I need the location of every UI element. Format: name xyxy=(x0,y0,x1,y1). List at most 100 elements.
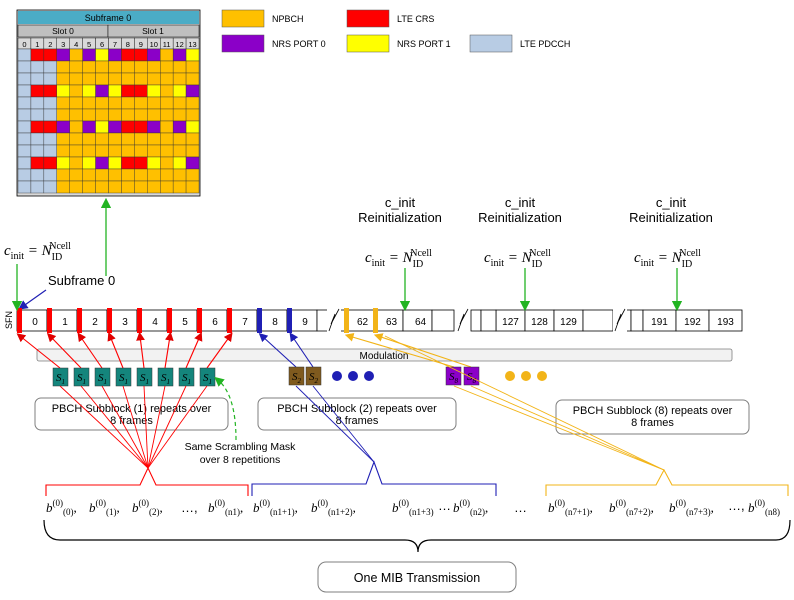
sfn-gap-cell xyxy=(630,309,644,332)
subblock-symbol: S1 xyxy=(77,372,86,386)
subblock2-arrow xyxy=(258,333,297,368)
break-mark xyxy=(328,308,340,332)
subblock-box xyxy=(115,367,132,387)
re-cell xyxy=(108,120,122,134)
re-cell xyxy=(69,156,83,170)
fan-line-blue xyxy=(295,385,375,463)
reinit-label-line1: c_init xyxy=(505,195,536,210)
fan-line-red xyxy=(80,385,149,469)
re-cell xyxy=(134,168,148,182)
reinit-label-line2: Reinitialization xyxy=(358,210,442,225)
re-cell xyxy=(108,84,122,98)
re-cell xyxy=(43,156,57,170)
re-cell xyxy=(121,168,135,182)
fan-line-red xyxy=(101,385,149,469)
re-cell xyxy=(108,72,122,86)
reinit-label-line1: c_init xyxy=(385,195,416,210)
between-ellipsis: … xyxy=(514,500,527,515)
subblock-box xyxy=(136,367,153,387)
ellipsis: …, xyxy=(181,500,198,515)
re-cell xyxy=(69,72,83,86)
sfn-frame-number: 5 xyxy=(182,317,188,328)
re-cell xyxy=(69,60,83,74)
re-cell xyxy=(56,168,70,182)
subframe0-marker-red xyxy=(137,308,142,333)
re-cell xyxy=(69,168,83,182)
reinit-label-line1: c_init xyxy=(656,195,687,210)
grid-subframe-header xyxy=(18,11,199,24)
re-cell xyxy=(160,168,174,182)
re-cell xyxy=(134,60,148,74)
slot0-label: Slot 0 xyxy=(52,26,74,36)
re-cell xyxy=(160,120,174,134)
re-cell xyxy=(108,48,122,62)
re-cell xyxy=(95,84,109,98)
sfn-frame-number: 64 xyxy=(415,317,427,328)
re-cell xyxy=(134,108,148,122)
re-cell xyxy=(108,168,122,182)
cinit-equation: cinit = NIDNcell xyxy=(484,248,551,270)
re-cell xyxy=(134,156,148,170)
re-cell xyxy=(56,96,70,110)
sfn-gap-cell xyxy=(431,309,455,332)
re-cell xyxy=(56,144,70,158)
subblock1-arrow xyxy=(136,331,145,369)
re-cell xyxy=(95,96,109,110)
re-cell xyxy=(56,72,70,86)
re-cell xyxy=(108,60,122,74)
subblock1-arrow xyxy=(16,333,61,369)
re-cell xyxy=(147,156,161,170)
break-mark xyxy=(457,308,469,332)
bracket-red xyxy=(45,466,249,496)
re-cell xyxy=(82,48,96,62)
re-cell xyxy=(56,156,70,170)
subblock8-arrow xyxy=(344,333,455,368)
subblock8-arrow xyxy=(373,333,472,368)
fan-line-orange xyxy=(453,385,665,471)
re-cell xyxy=(69,132,83,146)
cinit-equation: cinit = NIDNcell xyxy=(634,248,701,270)
bracket-blue xyxy=(251,460,497,496)
re-cell xyxy=(43,180,57,194)
continuation-dot-blue xyxy=(364,371,374,381)
re-cell xyxy=(134,84,148,98)
re-cell xyxy=(134,180,148,194)
re-cell xyxy=(134,72,148,86)
re-cell xyxy=(69,48,83,62)
re-cell xyxy=(95,132,109,146)
re-cell xyxy=(17,168,32,182)
re-cell xyxy=(134,96,148,110)
scrambling-note-arrow xyxy=(214,376,237,441)
re-cell xyxy=(82,144,96,158)
re-cell xyxy=(17,120,32,134)
re-cell xyxy=(147,180,161,194)
re-cell xyxy=(108,180,122,194)
ellipsis: …, xyxy=(728,498,745,513)
legend-label: NRS PORT 1 xyxy=(397,39,451,49)
bracket-orange xyxy=(545,468,789,496)
re-cell xyxy=(172,60,187,74)
re-cell xyxy=(121,132,135,146)
re-cell xyxy=(17,96,32,110)
legend-swatch xyxy=(221,34,265,53)
fan-line-red xyxy=(147,385,166,469)
re-cell xyxy=(30,72,45,86)
re-cell xyxy=(147,48,161,62)
re-cell xyxy=(160,132,174,146)
re-cell xyxy=(95,156,109,170)
bit-sequence: b(0)(0),b(0)(1),b(0)(2),…,b(0)(n1),b(0)(… xyxy=(46,498,780,517)
subblock-symbol: S1 xyxy=(161,372,170,386)
re-cell xyxy=(185,108,200,122)
re-cell xyxy=(121,72,135,86)
re-cell xyxy=(82,84,96,98)
re-cell xyxy=(172,48,187,62)
re-cell xyxy=(30,144,45,158)
re-cell xyxy=(82,96,96,110)
re-cell xyxy=(147,72,161,86)
re-cell xyxy=(30,120,45,134)
break-mask xyxy=(327,309,341,332)
subblock-box xyxy=(463,366,480,386)
symbol-index: 3 xyxy=(61,40,65,49)
